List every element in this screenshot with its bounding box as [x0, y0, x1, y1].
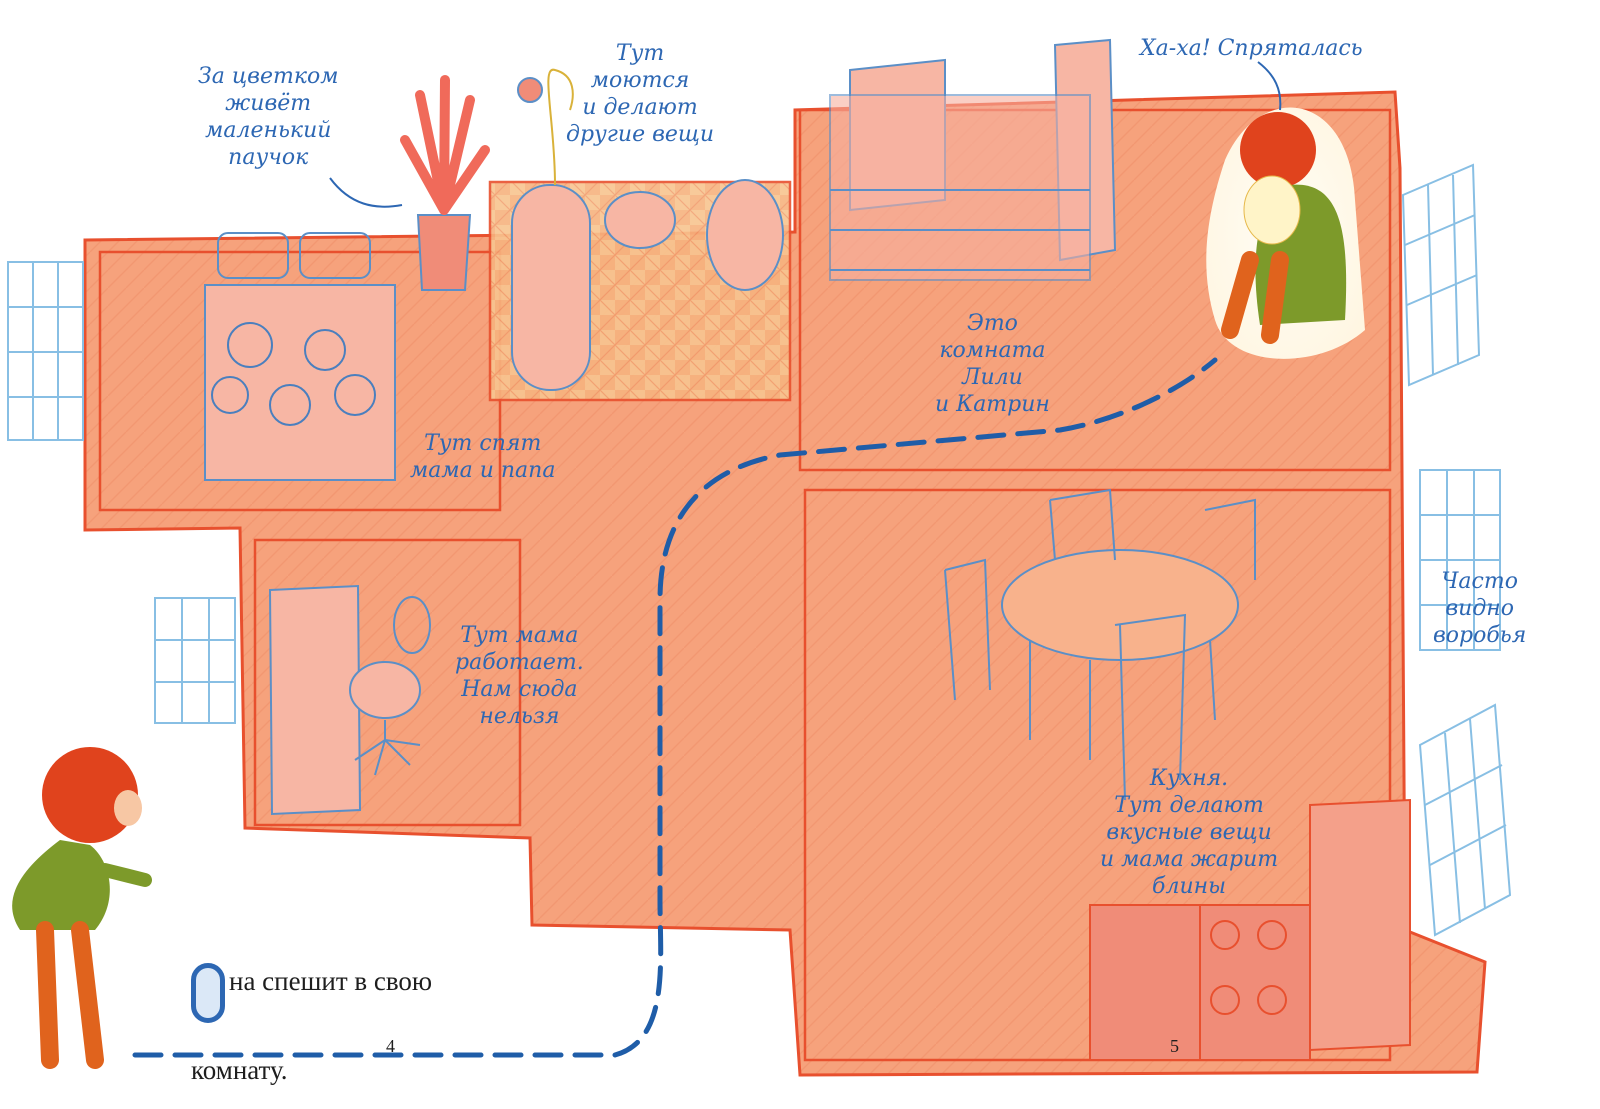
window-left-top	[7, 261, 84, 441]
bunk-bed	[829, 38, 1117, 281]
page-number-left: 4	[386, 1036, 395, 1056]
toilet	[706, 179, 784, 291]
kitchen-table	[944, 488, 1256, 801]
story-text: Она спешит в свою комнату.	[191, 962, 432, 1089]
fridge	[1309, 798, 1411, 1052]
page-number-right: 5	[1170, 1036, 1179, 1056]
story-line-1: на спешит в свою	[229, 966, 433, 996]
chair-left	[944, 558, 991, 701]
windows	[7, 163, 1512, 937]
label-hidden: Ха-ха! Спряталась	[1140, 36, 1363, 61]
apartment-floor	[83, 90, 1487, 1077]
chair-front	[1114, 613, 1187, 801]
chair-back	[1049, 488, 1116, 561]
sink	[604, 191, 676, 249]
dashed-path	[132, 357, 1218, 1058]
window-right-bottom	[1418, 703, 1512, 937]
double-bed	[204, 232, 396, 481]
kitchen-counter	[1089, 798, 1411, 1061]
dropcap: О	[191, 963, 225, 1023]
hiding-girl	[1206, 107, 1365, 359]
flower-print	[211, 322, 376, 426]
window-right-middle	[1419, 469, 1501, 651]
walking-girl	[12, 747, 152, 1069]
story-line-2: комнату.	[191, 1055, 288, 1085]
plant-pot	[400, 75, 490, 291]
window-left-office	[154, 597, 236, 724]
bathtub	[511, 184, 591, 391]
office	[253, 538, 522, 827]
office-furniture	[268, 584, 431, 816]
bathroom-fixtures	[511, 68, 784, 391]
shower-pipe	[547, 68, 574, 186]
annotation-arrows	[329, 61, 1282, 208]
shower-head	[517, 77, 543, 103]
chair-right	[1204, 498, 1256, 580]
window-right-top	[1401, 163, 1481, 387]
